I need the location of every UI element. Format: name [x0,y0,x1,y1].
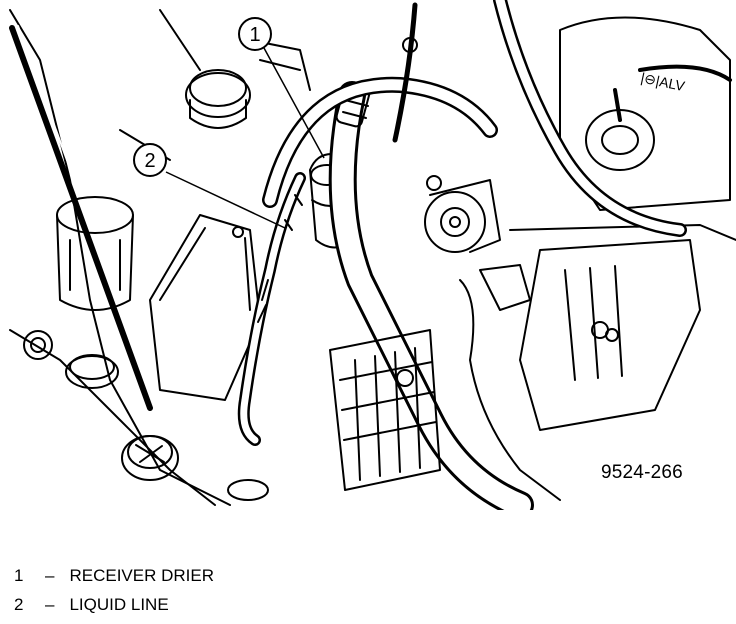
callout-1-bubble: 1 [238,17,272,51]
hose-arch-right [262,76,498,208]
intake-box [509,224,736,431]
coolant-reservoir: |⊖|ALV [559,16,732,211]
legend-item-receiver-drier: 1 – RECEIVER DRIER [14,561,214,590]
reservoir-cap-top [185,69,251,129]
callout-1-leader [263,47,325,159]
grommet-bottom [227,479,269,501]
legend-label: LIQUID LINE [69,595,169,614]
fender-inner [9,329,216,506]
idler-pulley [424,179,501,253]
fender-outline [9,9,231,506]
legend-separator: – [45,595,55,614]
upper-hose [493,0,687,237]
legend-item-liquid-line: 2 – LIQUID LINE [14,590,214,619]
throttle-cable [392,2,418,143]
callout-2-number: 2 [144,150,155,172]
small-cap-left [23,330,53,360]
round-cap-bottom [121,435,179,481]
callout-2-bubble: 2 [133,143,167,177]
svg-text:|⊖|ALV: |⊖|ALV [639,69,686,94]
engine-bay-illustration: |⊖|ALV 1 2 [9,0,736,510]
legend: 1 – RECEIVER DRIER 2 – LIQUID LINE [14,561,214,619]
strut-rod [9,25,153,411]
strut-rod-inner [17,25,157,405]
callout-1-number: 1 [249,24,260,46]
engine-detail-lower [459,279,561,501]
legend-separator: – [45,566,55,585]
legend-number: 1 [14,566,24,585]
alternator [329,329,441,491]
callout-2-leader [165,171,286,229]
fluid-reservoir [56,196,134,311]
legend-number: 2 [14,595,24,614]
washer-cap [65,354,119,389]
figure-id: 9524-266 [601,462,683,483]
liquid-line-hose [237,172,306,446]
cable-bolt [402,37,418,53]
legend-label: RECEIVER DRIER [69,566,214,585]
